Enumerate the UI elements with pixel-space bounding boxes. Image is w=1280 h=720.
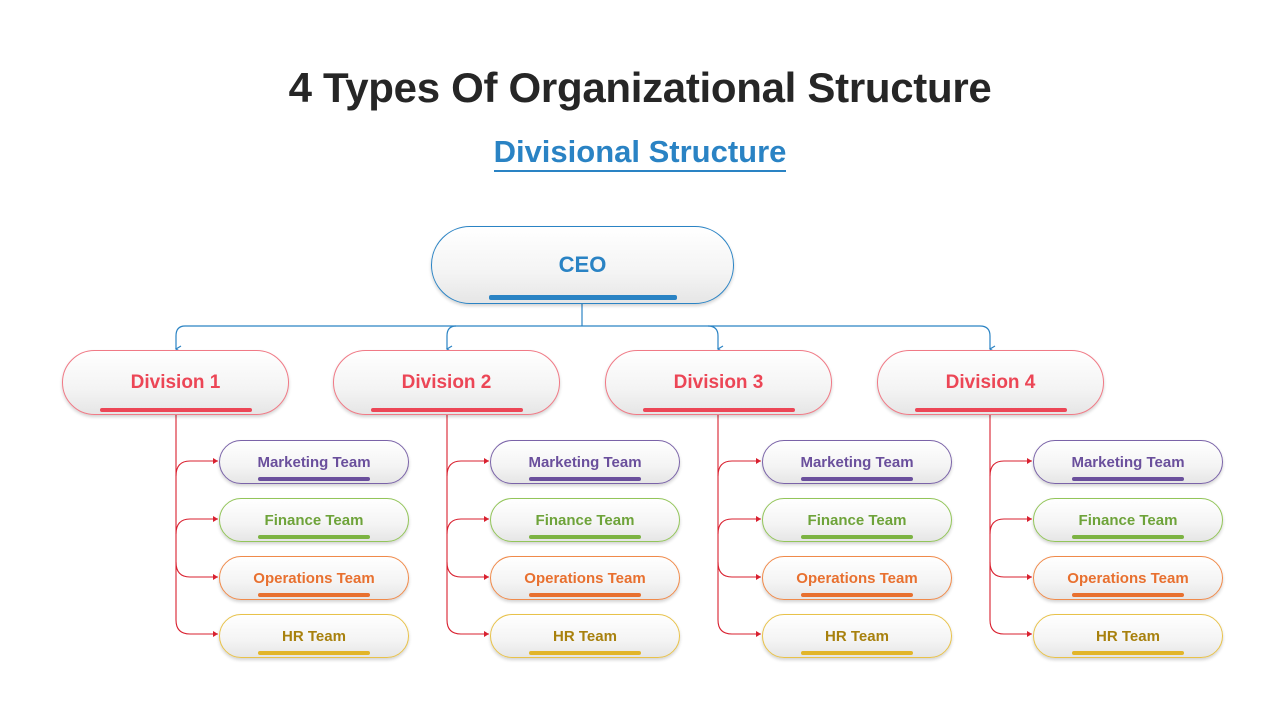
team-accent-bar: [529, 535, 641, 539]
team-accent-bar: [529, 651, 641, 655]
team-label: HR Team: [553, 627, 617, 645]
team-label: Operations Team: [796, 569, 918, 587]
division-3-hr-team: HR Team: [762, 614, 952, 658]
division-4-operations-team: Operations Team: [1033, 556, 1223, 600]
page-title: 4 Types Of Organizational Structure: [288, 64, 992, 111]
team-accent-bar: [801, 535, 913, 539]
division-4-team-connectors: [989, 415, 1032, 637]
division-3-team-connectors: [717, 415, 761, 637]
team-label: Finance Team: [807, 511, 907, 529]
team-label: Operations Team: [253, 569, 375, 587]
team-accent-bar: [258, 535, 370, 539]
team-label: Operations Team: [1067, 569, 1189, 587]
team-accent-bar: [258, 593, 370, 597]
division-label: Division 3: [673, 371, 764, 393]
team-accent-bar: [801, 593, 913, 597]
division-1-marketing-team: Marketing Team: [219, 440, 409, 484]
team-accent-bar: [258, 477, 370, 481]
team-label: Operations Team: [524, 569, 646, 587]
division-3-marketing-team: Marketing Team: [762, 440, 952, 484]
division-1-team-connectors: [175, 415, 218, 637]
division-accent-bar: [99, 408, 252, 412]
division-4-hr-team: HR Team: [1033, 614, 1223, 658]
team-accent-bar: [529, 593, 641, 597]
division-accent-bar: [642, 408, 795, 412]
division-1-hr-team: HR Team: [219, 614, 409, 658]
division-1-finance-team: Finance Team: [219, 498, 409, 542]
team-accent-bar: [1072, 477, 1184, 481]
ceo-to-division-4: [979, 325, 996, 353]
division-2-marketing-team: Marketing Team: [490, 440, 680, 484]
ceo-to-division-3: [707, 325, 724, 353]
division-1-node: Division 1: [62, 350, 289, 415]
division-1-operations-team: Operations Team: [219, 556, 409, 600]
team-label: Marketing Team: [528, 453, 642, 471]
team-label: HR Team: [1096, 627, 1160, 645]
team-accent-bar: [1072, 535, 1184, 539]
team-accent-bar: [801, 477, 913, 481]
division-2-hr-team: HR Team: [490, 614, 680, 658]
ceo-node: CEO: [431, 226, 734, 304]
team-accent-bar: [801, 651, 913, 655]
division-label: Division 2: [401, 371, 492, 393]
team-label: Finance Team: [1078, 511, 1178, 529]
division-4-node: Division 4: [877, 350, 1104, 415]
ceo-to-division-2: [445, 325, 457, 353]
page-subtitle: Divisional Structure: [493, 134, 787, 172]
division-3-operations-team: Operations Team: [762, 556, 952, 600]
team-accent-bar: [258, 651, 370, 655]
division-3-node: Division 3: [605, 350, 832, 415]
team-accent-bar: [1072, 651, 1184, 655]
division-3-finance-team: Finance Team: [762, 498, 952, 542]
ceo-accent-bar: [488, 295, 677, 300]
ceo-to-division-1: [174, 325, 186, 353]
division-label: Division 4: [945, 371, 1036, 393]
division-label: Division 1: [130, 371, 221, 393]
team-label: Finance Team: [535, 511, 635, 529]
ceo-label: CEO: [558, 252, 607, 277]
team-accent-bar: [1072, 593, 1184, 597]
team-label: Finance Team: [264, 511, 364, 529]
division-4-marketing-team: Marketing Team: [1033, 440, 1223, 484]
team-label: Marketing Team: [800, 453, 914, 471]
division-2-operations-team: Operations Team: [490, 556, 680, 600]
division-2-node: Division 2: [333, 350, 560, 415]
team-label: HR Team: [825, 627, 889, 645]
subtitle-container: Divisional Structure: [0, 134, 1280, 172]
team-label: Marketing Team: [257, 453, 371, 471]
division-2-finance-team: Finance Team: [490, 498, 680, 542]
division-accent-bar: [370, 408, 523, 412]
division-2-team-connectors: [446, 415, 489, 637]
team-label: Marketing Team: [1071, 453, 1185, 471]
team-label: HR Team: [282, 627, 346, 645]
division-4-finance-team: Finance Team: [1033, 498, 1223, 542]
team-accent-bar: [529, 477, 641, 481]
division-accent-bar: [914, 408, 1067, 412]
